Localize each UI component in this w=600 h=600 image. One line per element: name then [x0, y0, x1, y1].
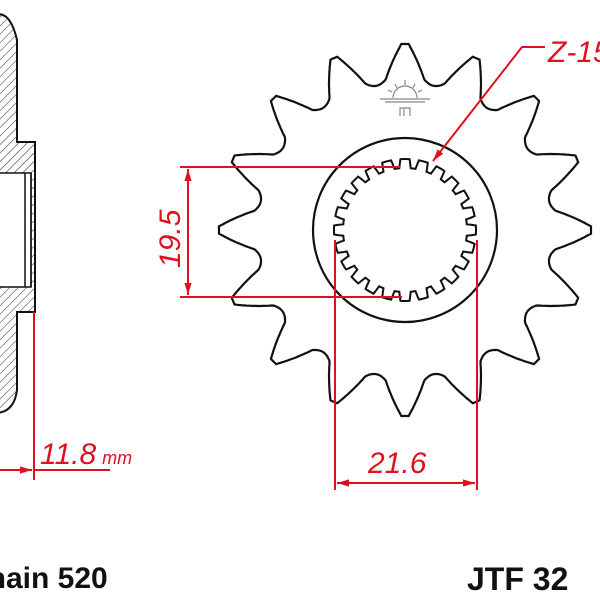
teeth-count-label: Z-15 [547, 36, 600, 69]
hub-circle [311, 136, 499, 324]
side-section [0, 13, 36, 414]
chain-label: Chain 520 [0, 562, 108, 595]
dimension-lines [0, 46, 545, 490]
thickness-value: 11.8 [40, 438, 96, 471]
part-number-label: JTF 32 [467, 561, 568, 597]
sprocket-outline [217, 42, 593, 418]
thickness-label: 11.8 mm [40, 438, 132, 471]
bore [0, 172, 32, 288]
spline-outline [333, 158, 477, 302]
spline-width-label: 21.6 [367, 447, 427, 480]
sun-logo-icon [380, 80, 430, 116]
thickness-unit: mm [102, 448, 132, 468]
spline-diameter-label: 19.5 [154, 209, 187, 268]
